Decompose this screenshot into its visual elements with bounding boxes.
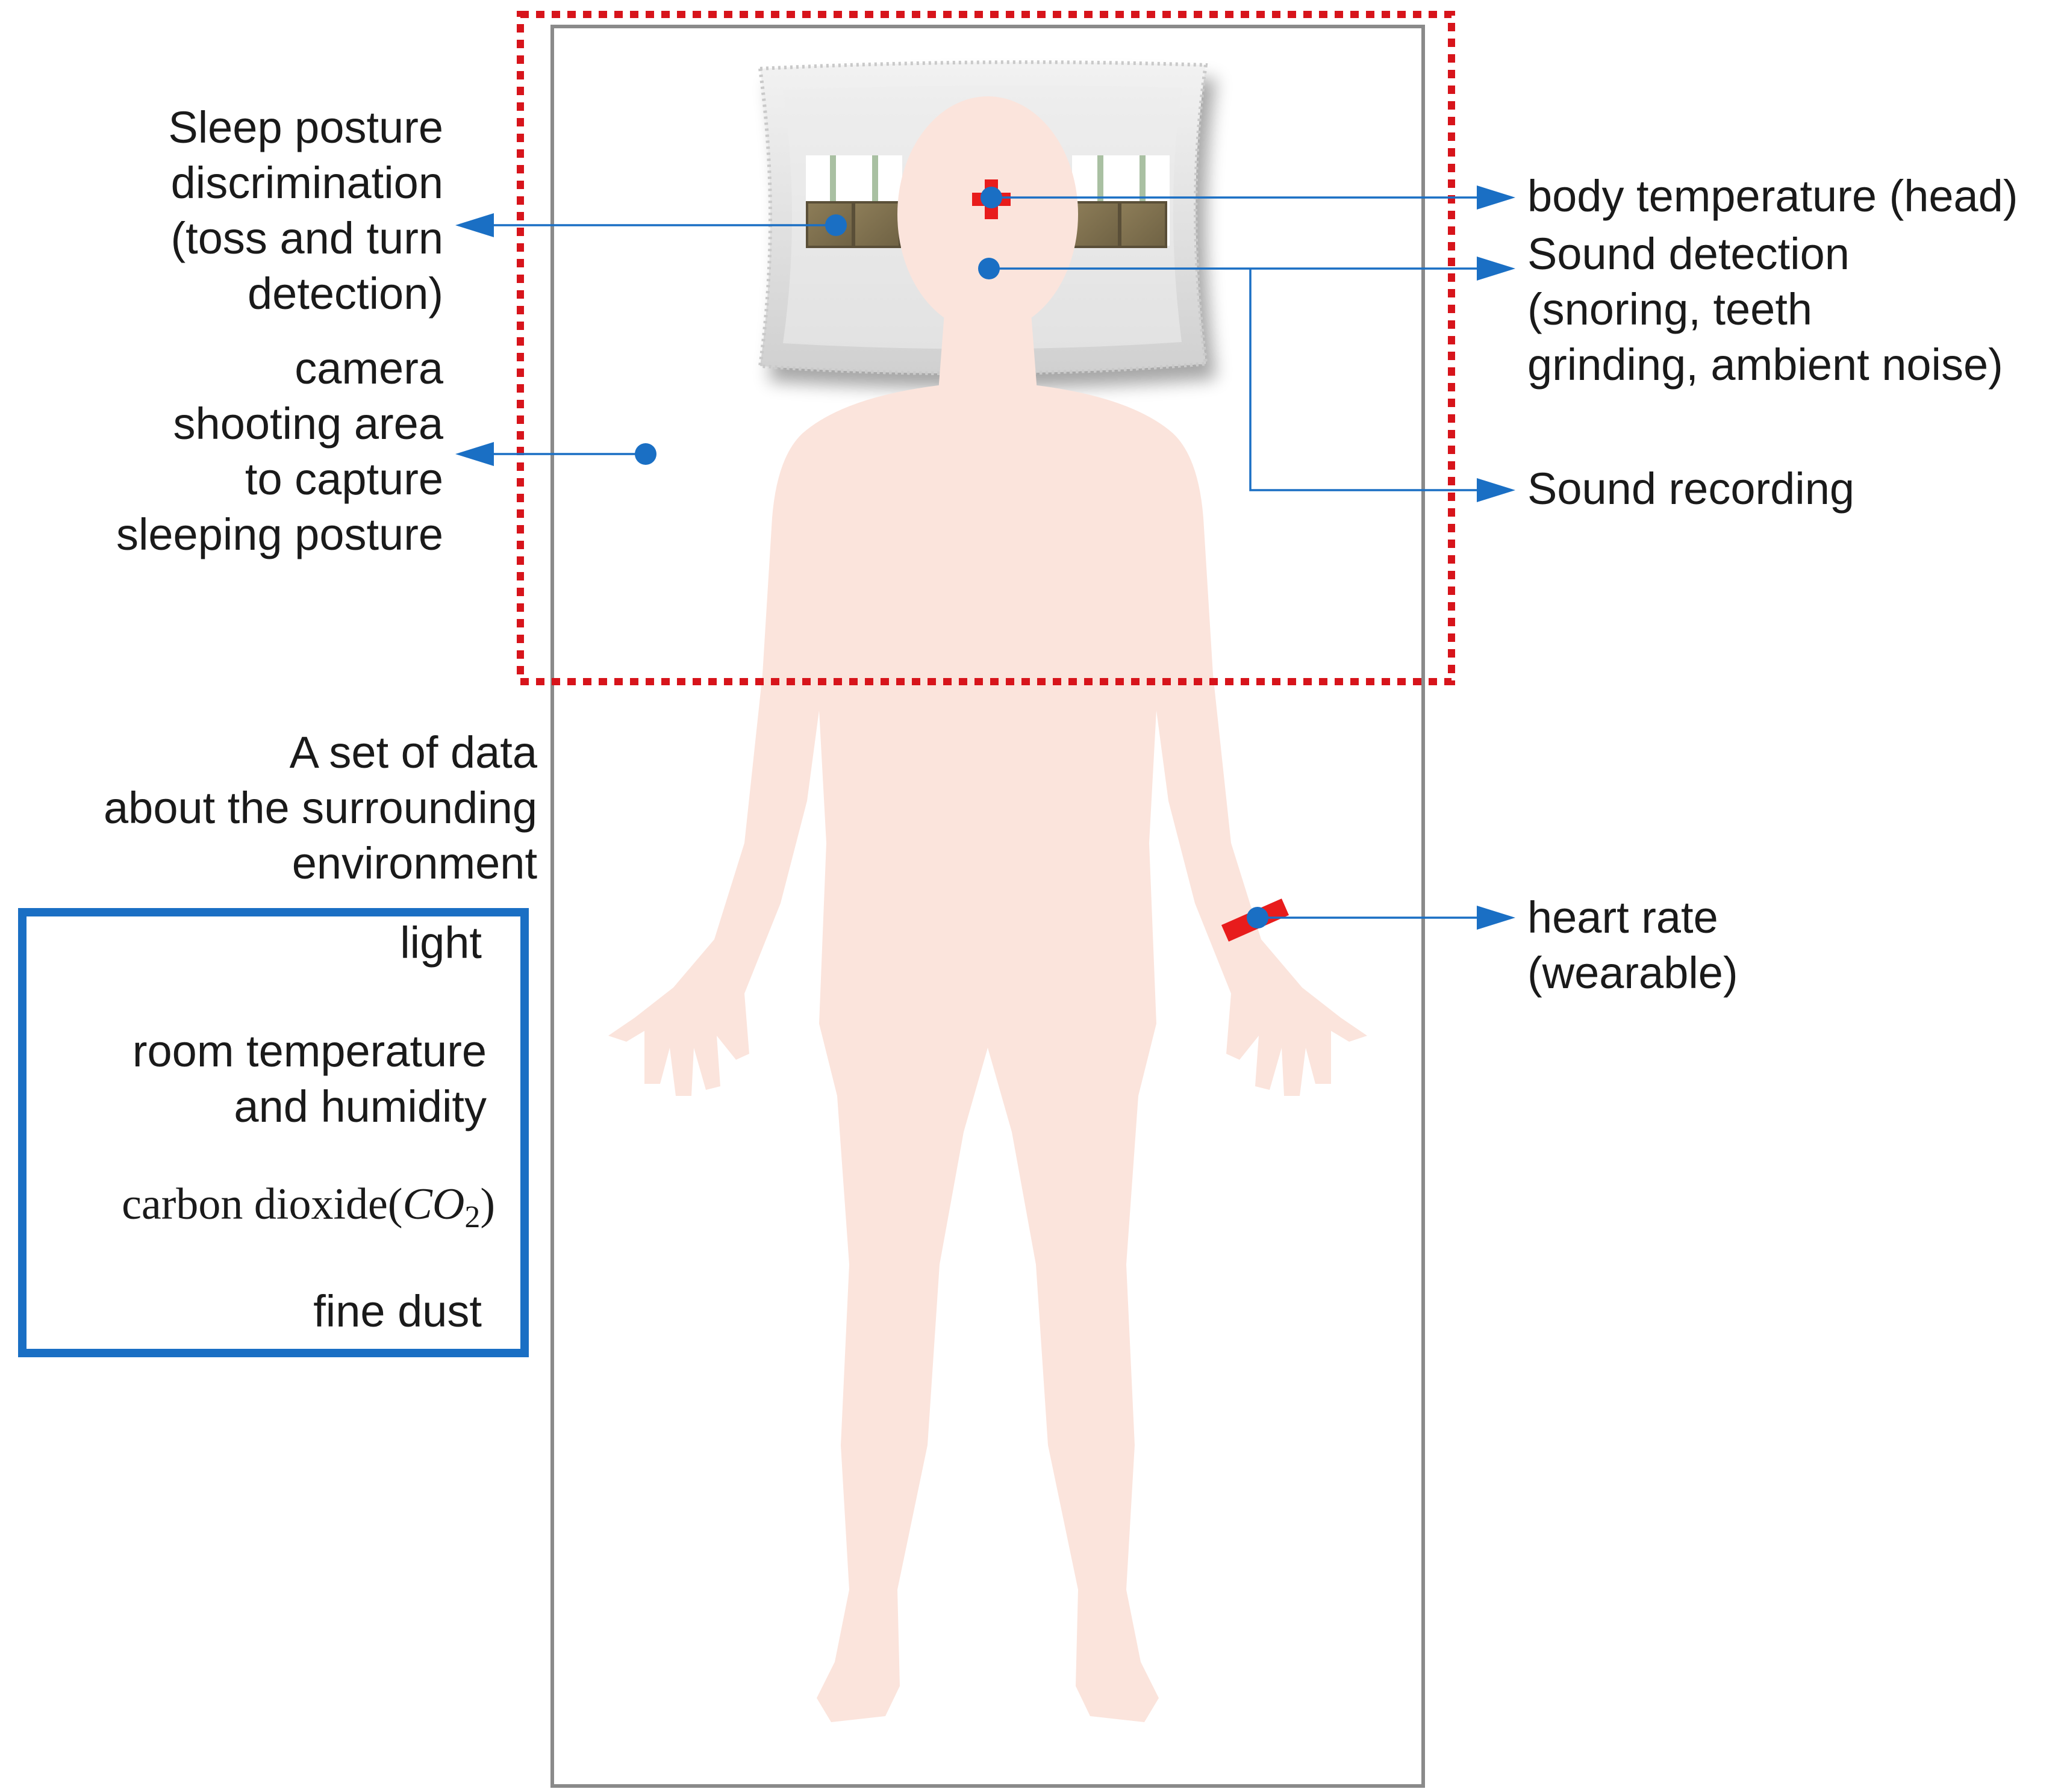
env-fine-dust: fine dust	[313, 1284, 482, 1339]
co2-paren-close: )	[480, 1180, 495, 1229]
label-heart-rate: heart rate (wearable)	[1527, 890, 1738, 1001]
label-line: and humidity	[234, 1081, 487, 1131]
pillow-sensor-left	[806, 155, 902, 248]
label-sound-detection: Sound detection (snoring, teeth grinding…	[1527, 226, 2003, 393]
co2-subscript: 2	[464, 1200, 481, 1234]
label-line: room temperature	[132, 1026, 487, 1076]
label-line: heart rate	[1527, 892, 1718, 942]
wrist-sensor-dot	[1247, 907, 1268, 929]
label-line: body temperature (head)	[1527, 171, 2018, 221]
pointer-lines	[488, 196, 1482, 919]
label-line: discrimination	[170, 158, 443, 208]
label-line: Sound detection	[1527, 229, 1850, 279]
label-sleep-posture: Sleep posture discrimination (toss and t…	[168, 100, 443, 322]
arrowheads	[455, 185, 1515, 930]
environment-data-box	[18, 908, 529, 1357]
bed-outline	[550, 25, 1425, 1788]
env-light: light	[400, 915, 482, 971]
label-camera-area: camera shooting area to capture sleeping…	[116, 341, 443, 562]
label-line: fine dust	[313, 1286, 482, 1336]
sensor-dots	[635, 187, 1268, 929]
co2-paren-open: (	[387, 1180, 403, 1229]
env-room-temperature: room temperature and humidity	[133, 1024, 487, 1134]
label-line: Sound recording	[1527, 464, 1855, 514]
label-line: (snoring, teeth	[1527, 284, 1813, 334]
label-line: camera	[295, 343, 443, 393]
label-line: to capture	[245, 454, 443, 504]
label-line: (toss and turn	[170, 213, 443, 263]
env-carbon-dioxide: carbon dioxide(CO2)	[122, 1177, 495, 1234]
co2-prefix: carbon dioxide	[122, 1180, 388, 1229]
label-line: light	[400, 918, 482, 968]
label-body-temperature: body temperature (head)	[1527, 169, 2018, 224]
label-line: detection)	[248, 269, 443, 319]
label-line: sleeping posture	[116, 509, 443, 559]
head-temperature-dot	[981, 187, 1002, 208]
pillow-sensor-dot	[825, 214, 847, 236]
label-line: A set of data	[289, 727, 537, 777]
microphone-dot	[978, 258, 1000, 279]
label-sound-recording: Sound recording	[1527, 461, 1854, 517]
camera-area-dot	[635, 443, 656, 465]
label-line: (wearable)	[1527, 948, 1738, 998]
label-line: environment	[292, 838, 537, 888]
co2-symbol: CO	[402, 1180, 465, 1229]
label-line: grinding, ambient noise)	[1527, 340, 2003, 390]
pillow-sensor-right	[1072, 155, 1170, 248]
label-line: about the surrounding	[104, 783, 537, 833]
label-line: shooting area	[173, 399, 443, 449]
label-line: Sleep posture	[168, 102, 443, 152]
label-environment-title: A set of data about the surrounding envi…	[104, 725, 537, 891]
